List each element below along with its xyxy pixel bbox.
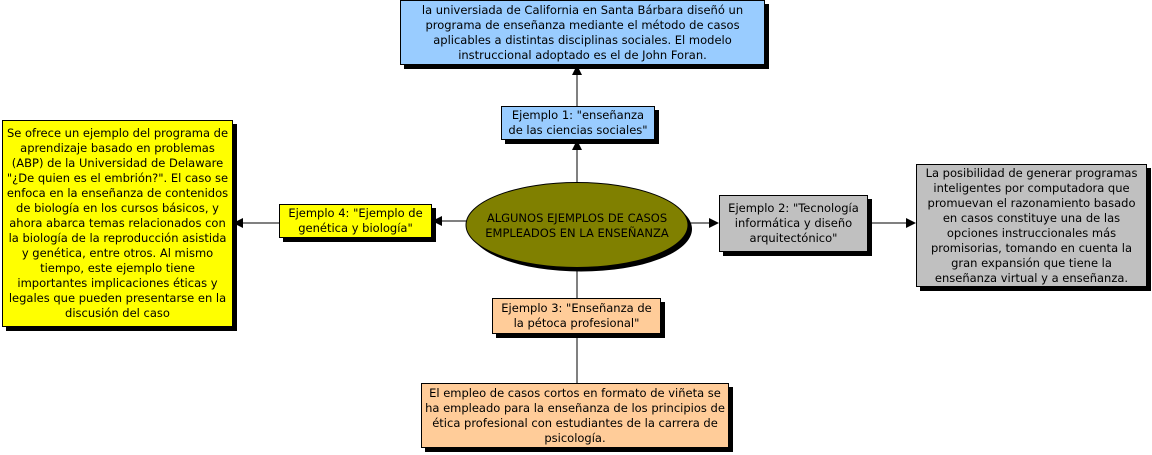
example-3-description: El empleo de casos cortos en formato de … — [421, 383, 729, 448]
example-1-description: la universiada de California en Santa Bá… — [400, 0, 765, 65]
center-topic-label: ALGUNOS EJEMPLOS DE CASOS EMPLEADOS EN L… — [485, 210, 669, 240]
example-2-node: Ejemplo 2: "Tecnología informática y dis… — [719, 195, 868, 252]
example-4-description: Se ofrece un ejemplo del programa de apr… — [2, 120, 233, 327]
example-4-node: Ejemplo 4: "Ejemplo de genética y biolog… — [279, 204, 432, 238]
example-1-node: Ejemplo 1: "enseñanza de las ciencias so… — [501, 106, 655, 140]
example-2-description: La posibilidad de generar programas inte… — [916, 164, 1147, 287]
example-3-node: Ejemplo 3: "Enseñanza de la pétoca profe… — [492, 298, 661, 334]
